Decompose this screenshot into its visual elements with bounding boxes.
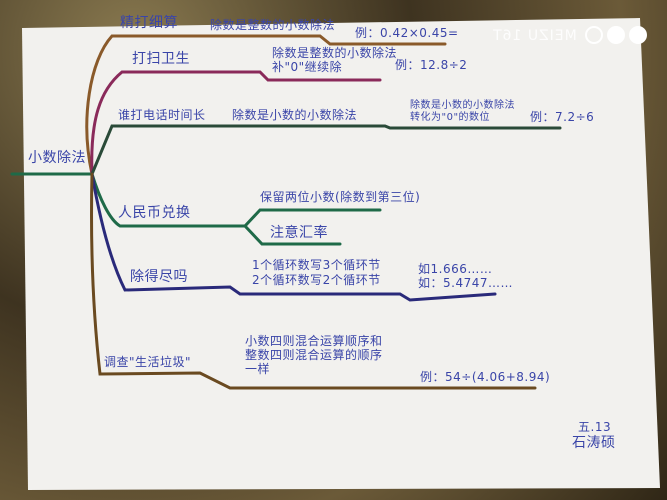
branch-note-5b: 2个循环数写2个循环节: [252, 273, 381, 287]
branch-note-6c: 一样: [245, 362, 271, 376]
branch-example-6: 例：54÷(4.06+8.94): [420, 370, 551, 384]
branch-note-3b: 除数是小数的小数除法: [410, 100, 515, 111]
branch-title-3: 谁打电话时间长: [118, 108, 206, 122]
branch-example-2: 例：12.8÷2: [395, 58, 468, 72]
signature-name: 石涛硕: [572, 435, 616, 451]
branch-line-2: [90, 70, 382, 176]
branch-example-3: 例：7.2÷6: [530, 110, 595, 124]
branch-line-1: [85, 34, 447, 176]
branch-title-2: 打扫卫生: [132, 51, 190, 67]
signature-date: 五.13: [578, 420, 612, 434]
branch-note-5d: 如：5.4747……: [418, 276, 513, 290]
branch-title-5: 除得尽吗: [130, 269, 188, 285]
branch-note-5c: 如1.666……: [418, 262, 493, 276]
branch-note-4b: 注意汇率: [270, 225, 328, 241]
branch-note-4a: 保留两位小数(除数到第三位): [260, 190, 421, 204]
branch-line-3: [90, 124, 562, 176]
branch-note-1: 除数是整数的小数除法: [210, 18, 336, 32]
paper-sheet: [22, 18, 660, 490]
branch-line-6: [90, 172, 537, 390]
center-topic: 小数除法: [28, 150, 86, 166]
branch-note-3: 除数是小数的小数除法: [232, 108, 358, 122]
watermark-logo-icon: [585, 26, 647, 44]
branch-example-1: 例：0.42×0.45=: [355, 26, 459, 40]
branch-title-4: 人民币兑换: [118, 205, 191, 221]
branch-note-3c: 转化为"0"的数位: [410, 112, 491, 123]
branch-line-5: [90, 172, 497, 302]
branch-note-6b: 整数四则混合运算的顺序: [245, 348, 383, 362]
branch-title-1: 精打细算: [120, 15, 178, 31]
branch-note-5a: 1个循环数写3个循环节: [252, 258, 381, 272]
branch-line-4: [90, 172, 382, 246]
camera-watermark: MEIZU 16T: [492, 28, 577, 44]
branch-note-2b: 补"0"继续除: [272, 60, 343, 74]
branch-title-6: 调查"生活垃圾": [104, 355, 192, 369]
branch-note-6a: 小数四则混合运算顺序和: [245, 334, 383, 348]
branch-note-2a: 除数是整数的小数除法: [272, 46, 398, 60]
